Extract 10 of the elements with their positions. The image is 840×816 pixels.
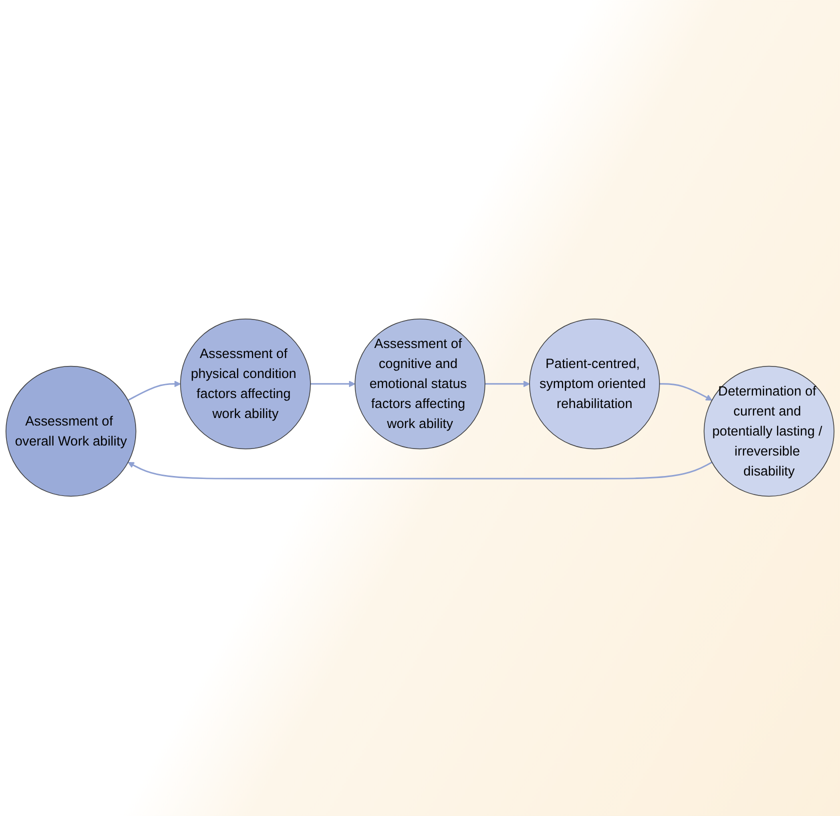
arrow [484, 381, 530, 388]
arrow [310, 381, 356, 388]
node-circle [704, 366, 834, 498]
node-circle [180, 318, 311, 450]
node-circle [354, 318, 486, 450]
arrow [128, 462, 712, 480]
node-circle [529, 318, 660, 450]
node-circle [6, 366, 136, 498]
arrow [660, 384, 712, 401]
arrow [128, 381, 181, 402]
